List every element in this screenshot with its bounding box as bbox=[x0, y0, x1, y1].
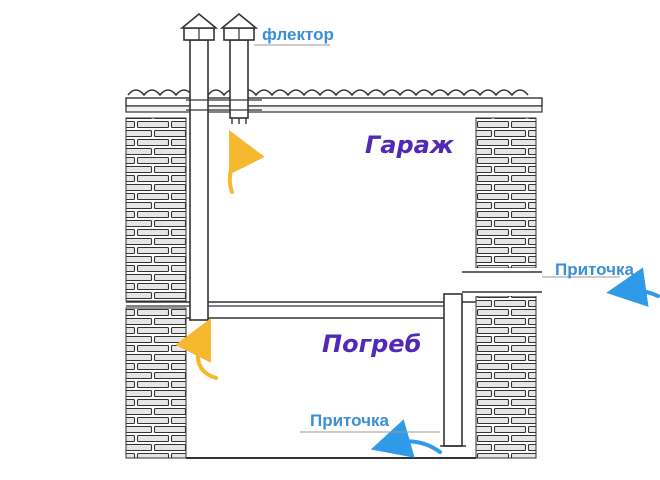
right-wall-garage bbox=[475, 117, 537, 269]
supply-arrow-top bbox=[606, 267, 660, 307]
roof bbox=[125, 89, 543, 113]
right-wall-cellar bbox=[475, 295, 537, 459]
exhaust-pipe bbox=[186, 39, 218, 321]
garage-exhaust-pipe bbox=[218, 39, 262, 124]
left-wall-cellar bbox=[125, 307, 187, 459]
cellar-exhaust-arrow bbox=[175, 318, 218, 380]
left-wall-garage bbox=[125, 117, 187, 302]
supply-pipe bbox=[440, 293, 466, 447]
garage-label: Гараж bbox=[365, 131, 455, 159]
garage-exhaust-arrow bbox=[227, 130, 265, 194]
supply-top-label: Приточка bbox=[555, 260, 634, 279]
deflector-right bbox=[219, 12, 259, 41]
cellar-label: Погреб bbox=[322, 330, 421, 358]
supply-wall-opening bbox=[462, 268, 620, 296]
deflector-left bbox=[179, 12, 219, 41]
supply-arrow-bottom bbox=[370, 419, 442, 458]
floor-slab bbox=[126, 301, 476, 319]
supply-bottom-label: Приточка bbox=[310, 411, 389, 430]
deflector-label: флектор bbox=[262, 25, 334, 44]
